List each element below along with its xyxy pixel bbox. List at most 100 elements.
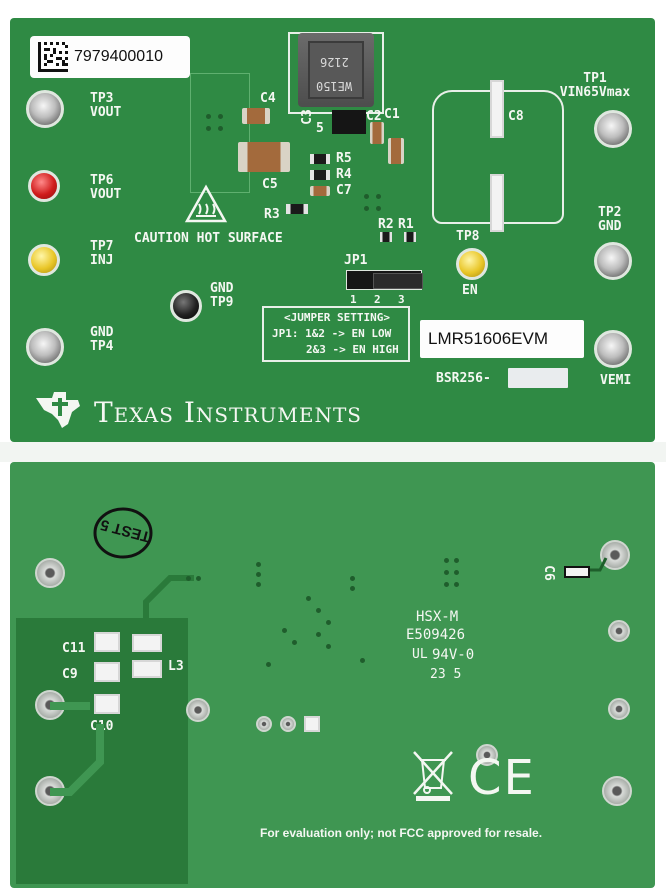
via xyxy=(256,582,261,587)
resistor-r1 xyxy=(404,232,416,242)
pad-c xyxy=(304,716,320,732)
via xyxy=(360,658,365,663)
tp8-bottom-pad xyxy=(602,776,632,806)
pad-a xyxy=(256,716,272,732)
tp8-id: TP8 xyxy=(456,229,480,244)
jumper-setting-title: <JUMPER SETTING> xyxy=(284,311,390,324)
inductor-marking-value: WE150 xyxy=(316,79,353,93)
inductor-l3-pad-bottom xyxy=(132,660,162,678)
test-point-tp7[interactable] xyxy=(28,244,60,276)
via xyxy=(306,596,311,601)
test-point-tp9[interactable] xyxy=(170,290,202,322)
jumper-jp1[interactable] xyxy=(346,270,423,290)
vemi-label: VEMI xyxy=(600,373,632,388)
barcode-label: 7979400010 xyxy=(30,36,190,78)
bsr-label: BSR256- xyxy=(436,371,491,386)
evm-board-bottom: TEST 5 C11 C9 C10 L3 C6 HSX-M E509426 UL… xyxy=(10,462,655,888)
via xyxy=(376,194,381,199)
via xyxy=(282,628,287,633)
hot-surface-warning-icon xyxy=(184,184,228,223)
jp1-pin-2: 2 xyxy=(374,293,381,306)
pad-b xyxy=(280,716,296,732)
via xyxy=(316,632,321,637)
jumper-setting-line2: 2&3 -> EN HIGH xyxy=(306,343,399,356)
jp1-label: JP1 xyxy=(344,253,368,268)
ti-logo-icon xyxy=(36,392,80,428)
capacitor-c1 xyxy=(388,138,404,164)
via xyxy=(364,194,369,199)
capacitor-c10 xyxy=(94,694,120,714)
inductor-l3-pad-top xyxy=(132,634,162,652)
vemi-bottom-pad xyxy=(608,698,630,720)
mount-pad xyxy=(476,744,498,766)
c2-label: C2 xyxy=(366,109,382,124)
r2-label: R2 xyxy=(378,217,394,232)
via xyxy=(206,126,211,131)
jp1-pin-3: 3 xyxy=(398,293,405,306)
via xyxy=(444,582,449,587)
board-gap xyxy=(0,442,666,462)
test-point-tp1[interactable] xyxy=(594,110,632,148)
via xyxy=(454,558,459,563)
copper-outline-left xyxy=(190,73,250,193)
via xyxy=(266,662,271,667)
capacitor-c9 xyxy=(94,662,120,682)
test-point-vemi[interactable] xyxy=(594,330,632,368)
via xyxy=(364,206,369,211)
via xyxy=(186,576,191,581)
tp3-bottom-pad xyxy=(35,558,65,588)
c8-pad-top xyxy=(490,80,504,138)
capacitor-c11 xyxy=(94,632,120,652)
part-number-label: LMR51606EVM xyxy=(420,320,584,358)
ul-mark: UL xyxy=(412,647,428,662)
weee-bin-icon xyxy=(413,751,453,801)
c10-label: C10 xyxy=(90,719,114,734)
tp4-bottom-pad xyxy=(35,776,65,806)
via xyxy=(256,562,261,567)
resistor-r4 xyxy=(310,170,330,180)
regulator-ic-u1 xyxy=(332,110,366,134)
r3-label: R3 xyxy=(264,207,280,222)
resistor-r5 xyxy=(310,154,330,164)
via xyxy=(196,576,201,581)
resistor-r2 xyxy=(380,232,392,242)
via xyxy=(454,582,459,587)
c8-label: C8 xyxy=(508,109,524,124)
test-point-tp2[interactable] xyxy=(594,242,632,280)
c1-label: C1 xyxy=(384,107,400,122)
r5-label: R5 xyxy=(336,151,352,166)
pin-5: 5 xyxy=(316,121,324,136)
via xyxy=(316,608,321,613)
test-point-tp4[interactable] xyxy=(26,328,64,366)
c8-pad-bottom xyxy=(490,174,504,232)
jumper-setting-box xyxy=(262,306,410,362)
pcb-date-code: 23 5 xyxy=(430,667,462,682)
l3-label: L3 xyxy=(168,659,184,674)
c5-label: C5 xyxy=(262,177,278,192)
via xyxy=(206,114,211,119)
caution-text: CAUTION HOT SURFACE xyxy=(134,231,283,246)
via xyxy=(350,586,355,591)
r4-label: R4 xyxy=(336,167,352,182)
via xyxy=(444,570,449,575)
via xyxy=(444,558,449,563)
pcb-ul-file: E509426 xyxy=(406,627,466,643)
ti-brand: Texas Instruments xyxy=(94,396,362,429)
capacitor-c2 xyxy=(370,122,384,144)
test-point-tp3[interactable] xyxy=(26,90,64,128)
c3-label: C3 xyxy=(299,109,315,125)
test-stamp-icon xyxy=(93,507,153,559)
resistor-r3 xyxy=(286,204,308,214)
test-point-tp8[interactable] xyxy=(456,248,488,280)
jumper-setting-line1: JP1: 1&2 -> EN LOW xyxy=(272,327,392,340)
tp7-bottom-pad xyxy=(35,690,65,720)
datamatrix-barcode-icon xyxy=(38,42,68,72)
test-point-tp6[interactable] xyxy=(28,170,60,202)
c4-label: C4 xyxy=(260,91,276,106)
jp1-pin-1: 1 xyxy=(350,293,357,306)
c6-label: C6 xyxy=(540,565,556,581)
